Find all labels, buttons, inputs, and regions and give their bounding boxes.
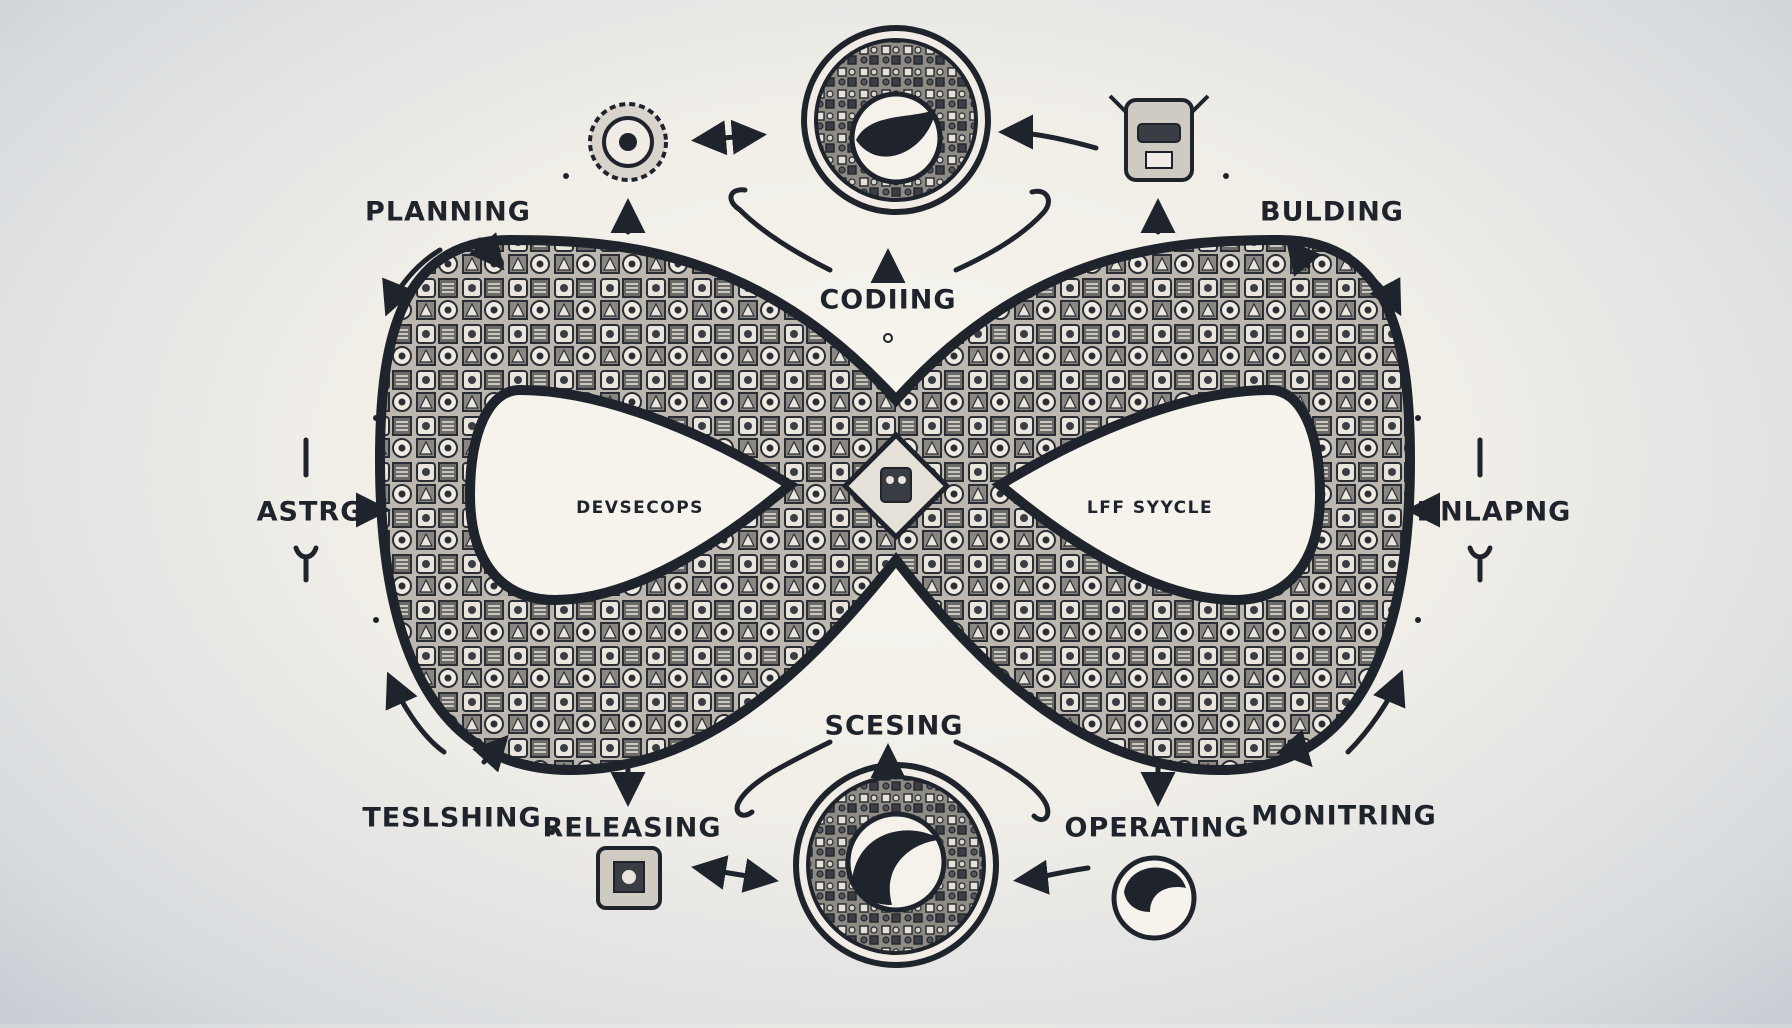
arrow-top-left — [698, 135, 760, 140]
arrow-bottom-right — [1020, 868, 1088, 880]
swirl-top-left — [731, 190, 830, 270]
stage-label-teslshing: TESLSHING — [362, 803, 541, 834]
stage-label-planning: PLANNING — [365, 197, 531, 228]
aztec-calendar-yinyang-icon — [804, 28, 988, 212]
swirl-top-right — [956, 191, 1048, 270]
arrow-bottom-left — [698, 868, 772, 880]
connector-dnlapng-bottom — [1470, 548, 1490, 580]
stage-label-scesing: SCESING — [825, 711, 964, 742]
center-idol-eye-right — [898, 476, 906, 484]
center-idol-face — [881, 468, 911, 502]
center-idol-eye-left — [886, 476, 894, 484]
center-label-right: LFF SYYCLE — [1087, 498, 1213, 518]
aztec-calendar-yinyang-icon — [796, 765, 996, 965]
stage-label-coding: CODIING — [819, 285, 956, 316]
aztec-gear-idol-icon — [598, 848, 660, 908]
aztec-sun-medallion-icon — [590, 104, 666, 180]
stage-label-astrg: ASTRG — [257, 497, 364, 528]
arrow-top-right — [1005, 132, 1096, 148]
stage-label-releasing: RELEASING — [542, 813, 721, 844]
aztec-mask-totem-icon — [1110, 96, 1208, 180]
infinity-loop — [380, 240, 1410, 770]
stage-label-monitring: MONITRING — [1251, 801, 1436, 832]
stage-label-building: BULDING — [1260, 197, 1404, 228]
ring-crescent-icon — [1114, 858, 1194, 938]
stage-label-dnlapng: DNLAPNG — [1417, 497, 1572, 528]
connector-astrg-bottom — [296, 548, 316, 580]
center-label-left: DEVSECOPS — [576, 498, 704, 518]
stage-label-operating: OPERATING — [1065, 813, 1248, 844]
